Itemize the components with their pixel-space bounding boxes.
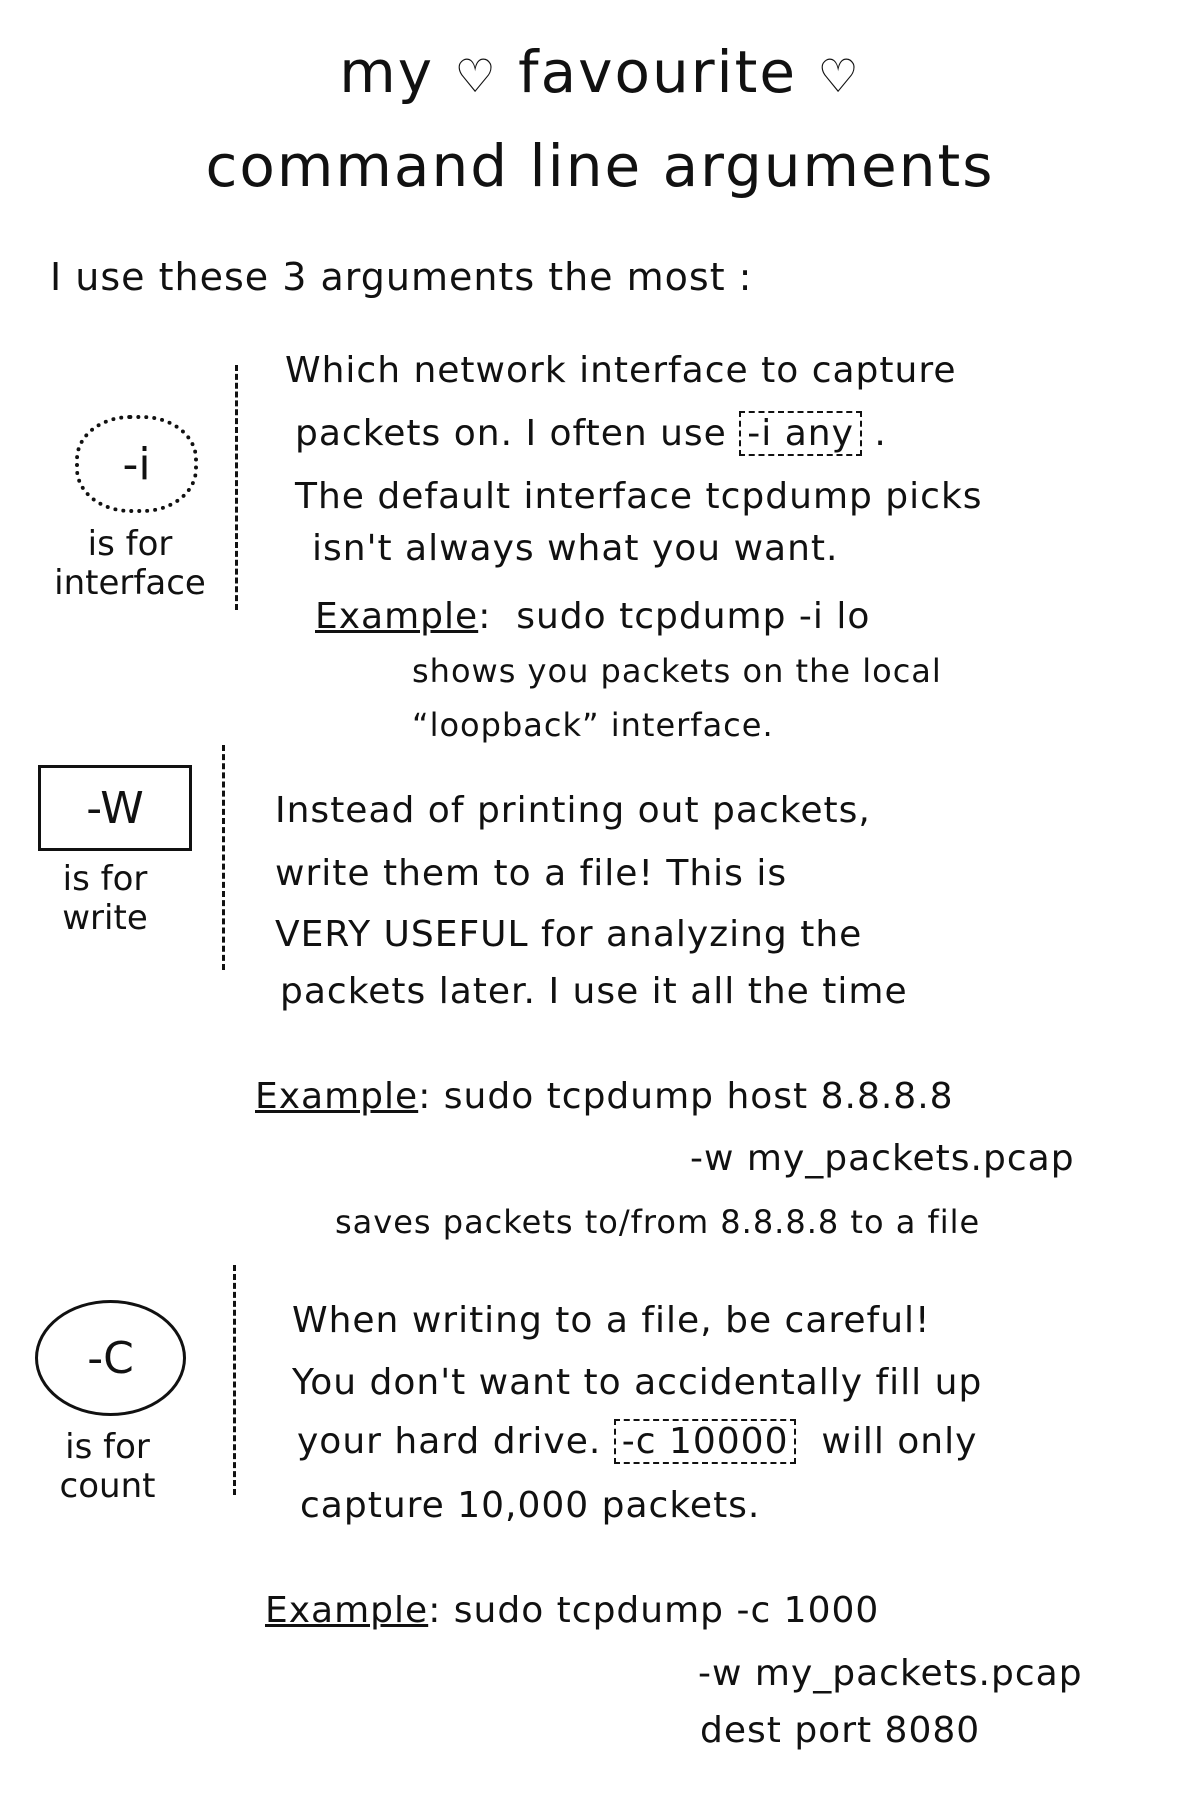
text-line: Instead of printing out packets, [275, 790, 871, 831]
divider [235, 365, 238, 610]
text-line: write them to a file! This is [275, 853, 788, 894]
text-line: You don't want to accidentally fill up [292, 1362, 983, 1403]
text-line: isn't always what you want. [312, 528, 839, 569]
heart-icon: ♡ [817, 49, 861, 103]
example-line: Example: sudo tcpdump host 8.8.8.8 [255, 1076, 954, 1117]
divider [233, 1265, 236, 1495]
label-interface: interface [54, 563, 206, 604]
label-write: write [62, 898, 148, 939]
example-command: sudo tcpdump -i lo [516, 596, 871, 637]
label-is-for: is for [62, 859, 148, 899]
title-word-favourite: favourite [518, 38, 798, 106]
text-line: capture 10,000 packets. [300, 1485, 761, 1526]
text-line: packets on. I often use -i any . [295, 411, 887, 456]
flag-c-badge: -C [35, 1300, 186, 1416]
example-label: Example [255, 1076, 419, 1117]
flag-c-text: -C [87, 1332, 134, 1384]
text-line: your hard drive. -c 10000 will only [297, 1419, 978, 1464]
text-span: packets on. I often use [295, 413, 727, 454]
highlight-box: -i any [739, 411, 862, 456]
text-line: VERY USEFUL for analyzing the [275, 914, 863, 955]
example-label: Example [315, 596, 479, 637]
flag-i-text: -i [122, 438, 151, 490]
text-line: Which network interface to capture [285, 350, 957, 391]
example-command: dest port 8080 [700, 1710, 981, 1751]
example-line: Example: sudo tcpdump -c 1000 [265, 1590, 880, 1631]
label-count: count [59, 1466, 156, 1507]
divider [222, 745, 225, 970]
label-is-for: is for [87, 524, 173, 564]
title-line-1: my ♡ favourite ♡ [0, 38, 1200, 106]
flag-w-badge: -W [38, 765, 192, 851]
title-line-2: command line arguments [205, 132, 995, 200]
example-command: -w my_packets.pcap [690, 1138, 1075, 1179]
example-command: sudo tcpdump host 8.8.8.8 [443, 1076, 954, 1117]
label-is-for: is for [65, 1427, 150, 1467]
text-span: your hard drive. [297, 1421, 602, 1462]
example-command: sudo tcpdump -c 1000 [453, 1590, 880, 1631]
example-note: shows you packets on the local [412, 652, 942, 690]
example-label: Example [265, 1590, 429, 1631]
example-command: -w my_packets.pcap [698, 1653, 1083, 1694]
text-span: will only [821, 1421, 978, 1462]
intro-text: I use these 3 arguments the most : [50, 255, 753, 299]
title-word-my: my [339, 38, 435, 106]
text-line: The default interface tcpdump picks [295, 476, 983, 517]
flag-w-text: -W [86, 782, 144, 834]
text-line: packets later. I use it all the time [280, 971, 908, 1012]
example-line: Example: sudo tcpdump -i lo [315, 596, 871, 637]
heart-icon: ♡ [454, 49, 498, 103]
flag-i-badge: -i [75, 415, 198, 513]
example-note: saves packets to/from 8.8.8.8 to a file [335, 1203, 981, 1241]
highlight-box: -c 10000 [613, 1419, 797, 1464]
text-line: When writing to a file, be careful! [292, 1300, 931, 1341]
example-note: “loopback” interface. [412, 706, 774, 744]
